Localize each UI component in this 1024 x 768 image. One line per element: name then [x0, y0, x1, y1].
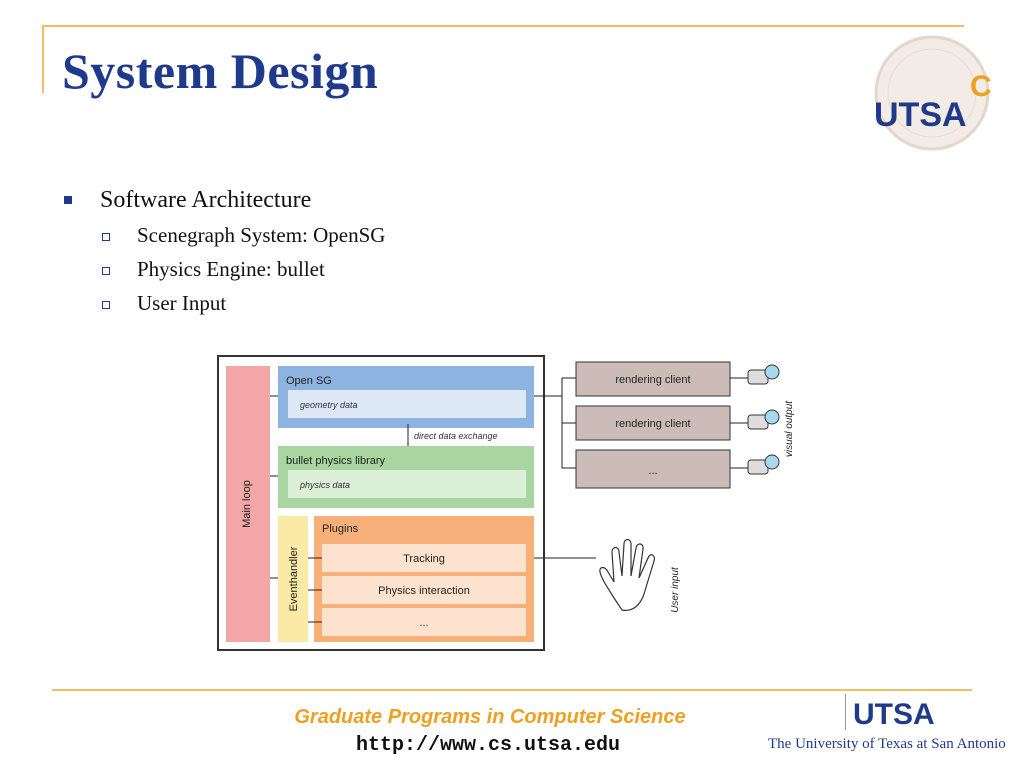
subbullet-physics-engine: Physics Engine: bullet	[60, 252, 385, 286]
seal-logo-text: UTSA	[874, 96, 967, 134]
connector-arrows	[270, 395, 322, 623]
title-rule-top	[42, 25, 964, 27]
seal-c-letter: C	[970, 70, 992, 103]
footer-url: http://www.cs.utsa.edu	[355, 734, 621, 757]
projector-icon	[747, 364, 780, 385]
hollow-square-bullet-icon	[102, 233, 110, 241]
footer-university: The University of Texas at San Antonio	[768, 736, 1006, 752]
client-connections	[534, 377, 596, 559]
subbullet-user-input: User Input	[60, 286, 385, 320]
exchange-label: direct data exchange	[414, 431, 498, 441]
main-loop-box	[226, 366, 270, 642]
visual-output-label: visual output	[784, 400, 795, 457]
rendering-client-box-3	[575, 449, 731, 489]
subbullet-text: User Input	[137, 291, 227, 315]
rendering-client-label-1: rendering client	[615, 374, 690, 386]
plugins-more-label: ...	[419, 617, 428, 629]
subbullet-text: Physics Engine: bullet	[137, 257, 325, 281]
bullet-software-architecture: Software Architecture	[60, 182, 385, 218]
opensg-label: Open SG	[286, 375, 332, 387]
projector-icon	[747, 409, 780, 430]
physics-interaction-label: Physics interaction	[378, 585, 470, 597]
rendering-client-label-2: rendering client	[615, 418, 690, 430]
hollow-square-bullet-icon	[102, 267, 110, 275]
architecture-diagram: Main loop Open SG geometry data direct d…	[217, 355, 795, 651]
footer-program-title: Graduate Programs in Computer Science	[294, 706, 686, 728]
geometry-data-box	[288, 390, 526, 418]
utsa-footer-logo: UTSA	[845, 694, 935, 730]
title-rule-left	[42, 25, 44, 93]
projector-icons	[730, 364, 780, 475]
plugins-label: Plugins	[322, 523, 359, 535]
footer-rule	[52, 689, 972, 691]
footer-logo-text: UTSA	[853, 698, 935, 730]
hand-icon	[599, 538, 655, 611]
tracking-box	[322, 544, 526, 572]
main-loop-label: Main loop	[241, 480, 253, 528]
bullet-label: bullet physics library	[286, 455, 386, 467]
eventhandler-box	[278, 516, 308, 642]
rendering-client-box-2	[575, 405, 731, 441]
projector-icon	[747, 454, 780, 475]
bullet-list: Software Architecture Scenegraph System:…	[60, 182, 385, 320]
rendering-client-label-3: ...	[648, 465, 657, 477]
user-input-label: User input	[670, 566, 681, 613]
subbullet-text: Scenegraph System: OpenSG	[137, 223, 386, 247]
utsa-seal-logo: C UTSA	[874, 35, 992, 151]
square-bullet-icon	[64, 196, 72, 204]
page-title: System Design	[62, 43, 379, 99]
bullet-text: Software Architecture	[100, 187, 312, 213]
eventhandler-label: Eventhandler	[288, 546, 300, 611]
physics-data-label: physics data	[299, 480, 350, 490]
rendering-client-box-1	[575, 361, 731, 397]
geometry-data-label: geometry data	[300, 400, 358, 410]
plugins-more-box	[322, 608, 526, 636]
hollow-square-bullet-icon	[102, 301, 110, 309]
physics-interaction-box	[322, 576, 526, 604]
physics-data-box	[288, 470, 526, 498]
tracking-label: Tracking	[403, 553, 445, 565]
subbullet-scenegraph: Scenegraph System: OpenSG	[60, 218, 385, 252]
